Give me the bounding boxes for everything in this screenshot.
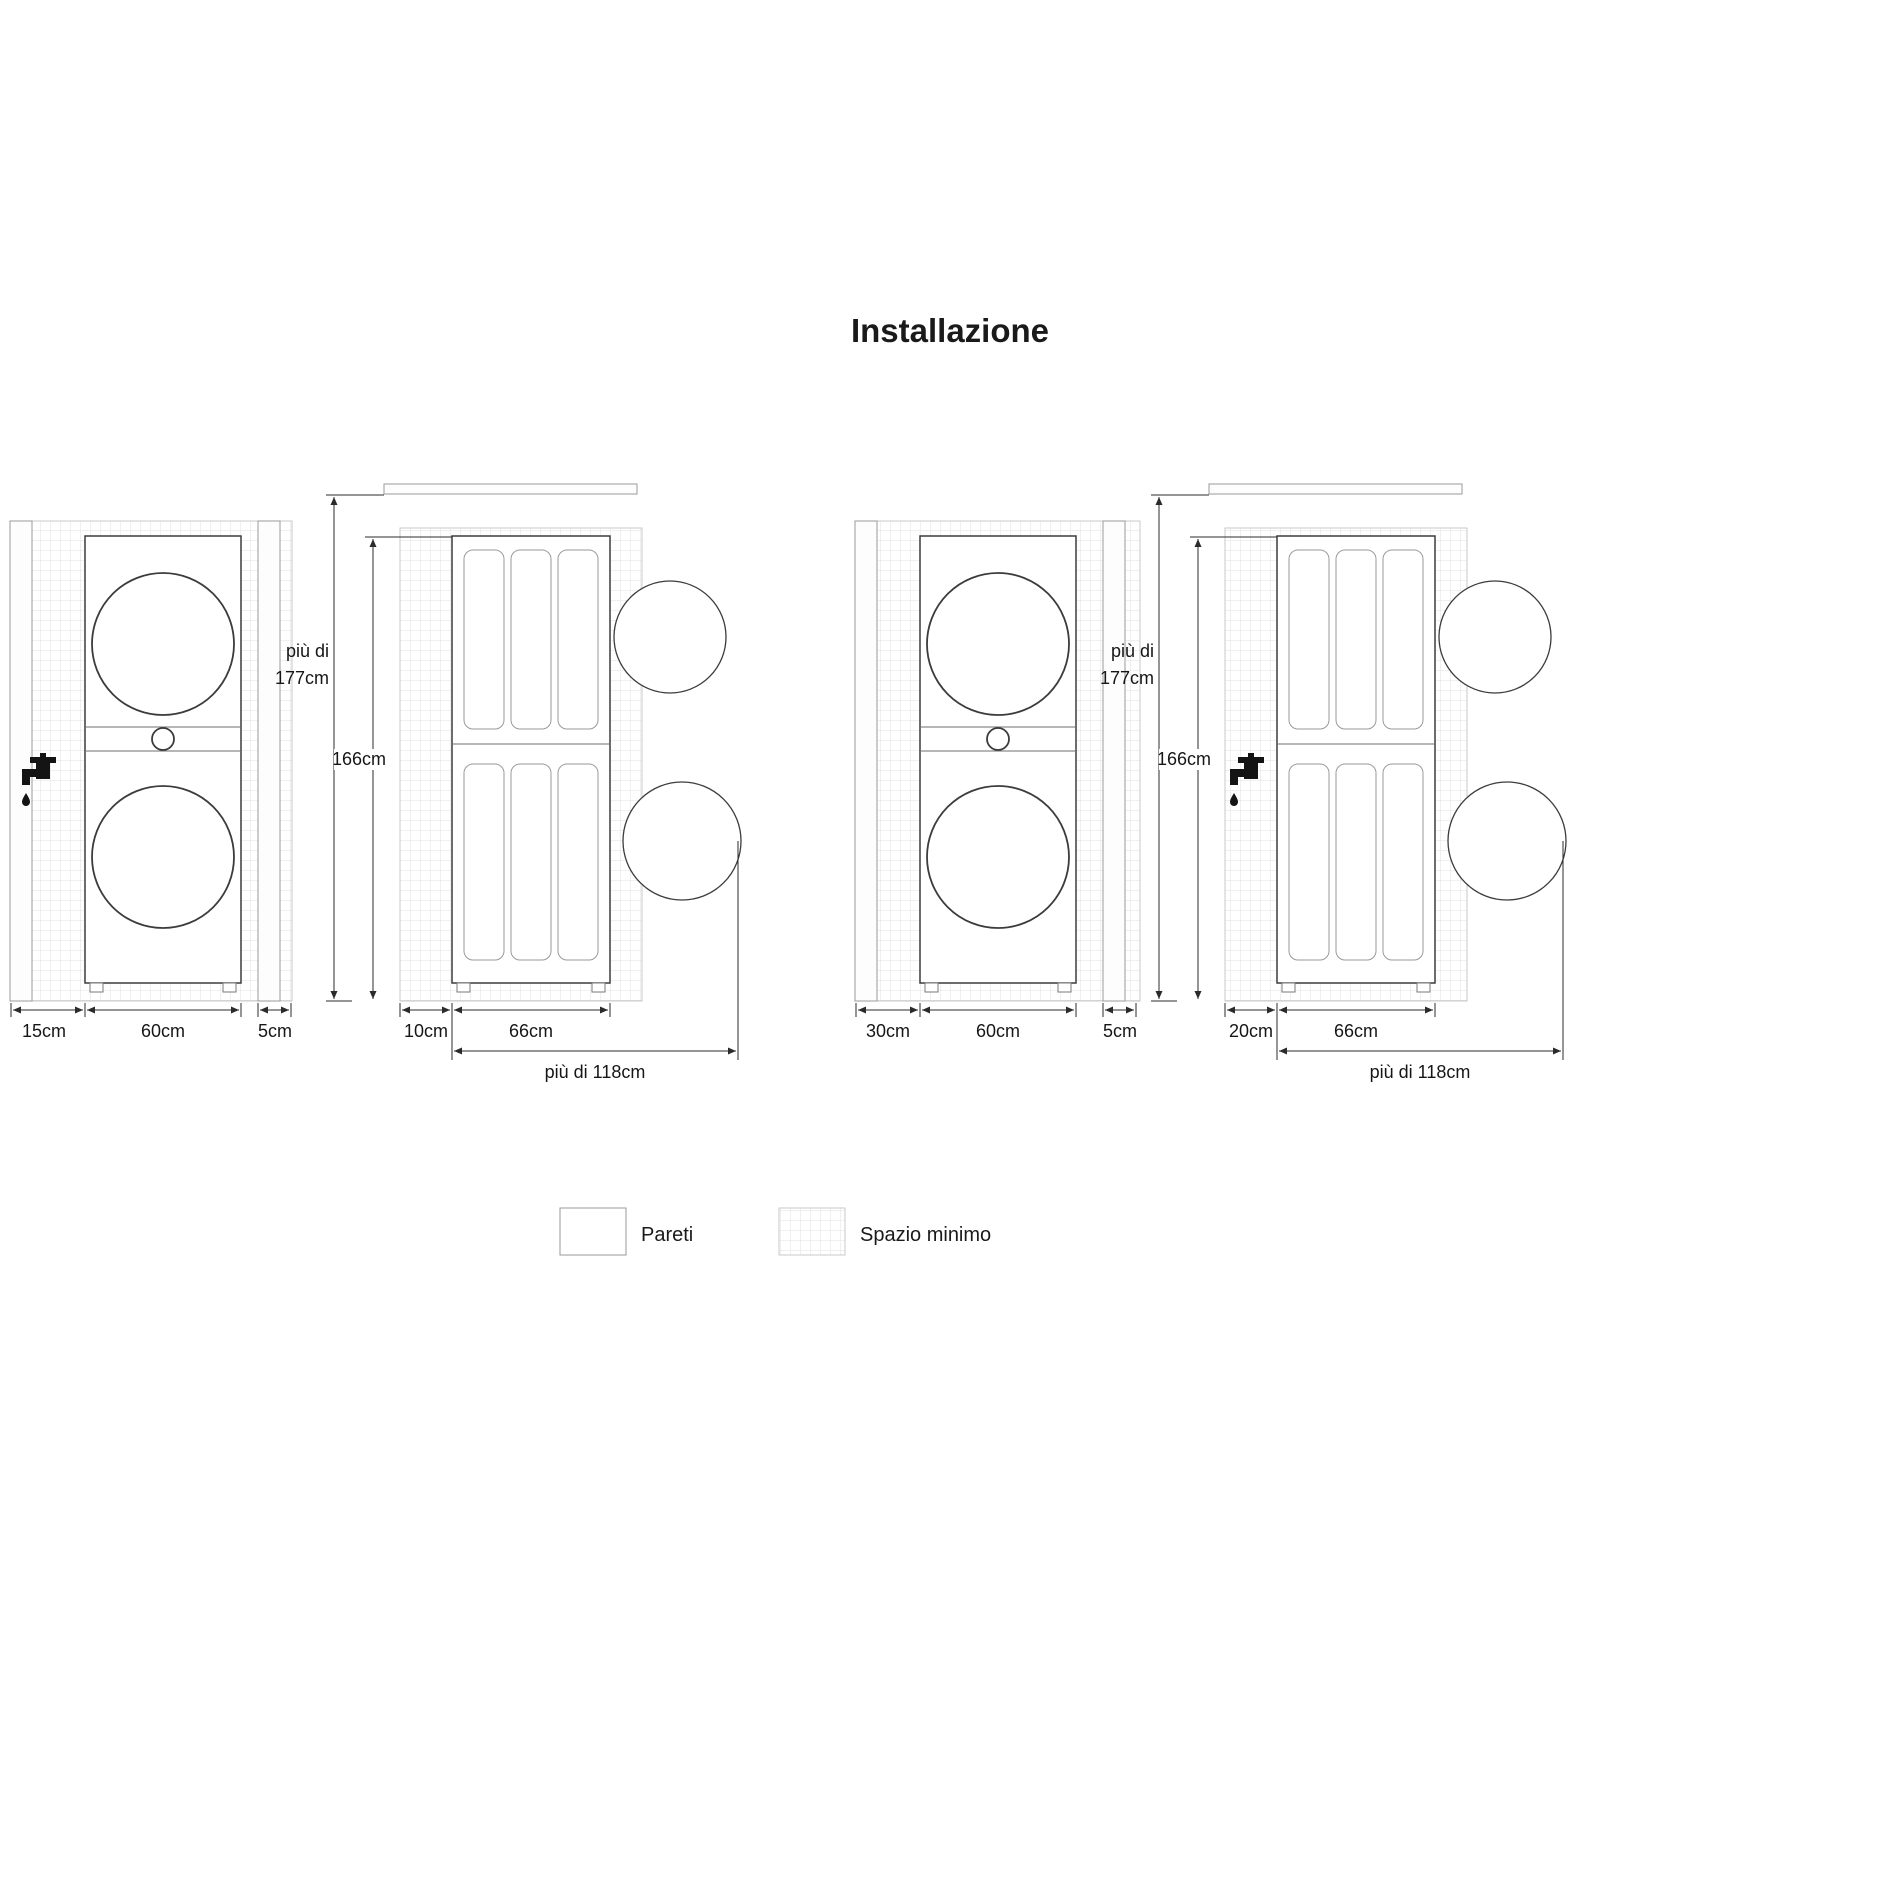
side-panel-slat	[1288, 763, 1330, 961]
side-panel-slat	[1335, 549, 1377, 730]
side-panel-slat	[1382, 763, 1424, 961]
dryer-door-circle	[91, 572, 235, 716]
dimension-label: 10cm	[404, 1021, 448, 1041]
dimension-label: 66cm	[1334, 1021, 1378, 1041]
dimension-label: 30cm	[866, 1021, 910, 1041]
side-panel-slat	[463, 549, 505, 730]
appliance-foot	[1057, 982, 1072, 993]
dimension-label: più di 118cm	[545, 1062, 646, 1082]
side-panel-slat	[557, 549, 599, 730]
side-panel-slat	[1335, 763, 1377, 961]
appliance-foot	[222, 982, 237, 993]
dimension-label: 60cm	[976, 1021, 1020, 1041]
appliance-foot	[591, 982, 606, 993]
appliance-foot	[89, 982, 104, 993]
washer-door-circle	[91, 785, 235, 929]
dimension-label: 5cm	[258, 1021, 292, 1041]
dimension-label: 177cm	[275, 668, 329, 688]
water-tap-icon	[1230, 753, 1264, 806]
side-view-right: più di 177cm 166cm 20cm 66cm più di 118c…	[1100, 483, 1567, 1082]
appliance-front-body	[919, 535, 1077, 984]
side-panel-slat	[557, 763, 599, 961]
side-panel-slat	[463, 763, 505, 961]
wall-left	[854, 520, 878, 1002]
label-background	[1159, 749, 1209, 770]
appliance-foot	[1281, 982, 1296, 993]
label-background	[334, 749, 384, 770]
legend-swatch-walls	[559, 1207, 627, 1256]
door-swing-circle-top	[613, 580, 727, 694]
dimension-label: più di 118cm	[1370, 1062, 1471, 1082]
appliance-foot	[924, 982, 939, 993]
side-view-left: più di 177cm 166cm 10cm 66cm più di 118c…	[275, 483, 742, 1082]
dimension-label: 66cm	[509, 1021, 553, 1041]
dimension-label: 5cm	[1103, 1021, 1137, 1041]
dimension-label: più di	[1111, 641, 1154, 661]
door-swing-circle-bottom	[1447, 781, 1567, 901]
door-swing-circle-top	[1438, 580, 1552, 694]
dimension-label: più di	[286, 641, 329, 661]
side-panel-slat	[1288, 549, 1330, 730]
front-view-right: 30cm 60cm 5cm	[854, 520, 1141, 1041]
wall-right	[1102, 520, 1126, 1002]
dimension-label: 166cm	[332, 749, 386, 769]
legend-swatch-minimum-space	[778, 1207, 846, 1256]
side-panel-slat	[1382, 549, 1424, 730]
ceiling-bar	[1208, 483, 1463, 495]
appliance-front-body	[84, 535, 242, 984]
side-panel-slat	[510, 763, 552, 961]
dimension-label: 60cm	[141, 1021, 185, 1041]
legend: Pareti Spazio minimo	[559, 1207, 991, 1256]
washer-door-circle	[926, 785, 1070, 929]
dimension-label: 177cm	[1100, 668, 1154, 688]
ceiling-bar	[383, 483, 638, 495]
water-tap-icon	[22, 753, 56, 806]
dimension-label: 15cm	[22, 1021, 66, 1041]
door-swing-circle-bottom	[622, 781, 742, 901]
page-title: Installazione	[851, 312, 1049, 349]
dimension-label: 20cm	[1229, 1021, 1273, 1041]
dimension-label: 166cm	[1157, 749, 1211, 769]
control-dial-circle	[986, 727, 1010, 751]
front-view-left: 15cm 60cm 5cm	[9, 520, 293, 1041]
dryer-door-circle	[926, 572, 1070, 716]
wall-left	[9, 520, 33, 1002]
legend-label-walls: Pareti	[641, 1224, 693, 1246]
legend-label-minimum-space: Spazio minimo	[860, 1224, 991, 1246]
side-panel-slat	[510, 549, 552, 730]
wall-right	[257, 520, 281, 1002]
appliance-foot	[1416, 982, 1431, 993]
appliance-foot	[456, 982, 471, 993]
control-dial-circle	[151, 727, 175, 751]
